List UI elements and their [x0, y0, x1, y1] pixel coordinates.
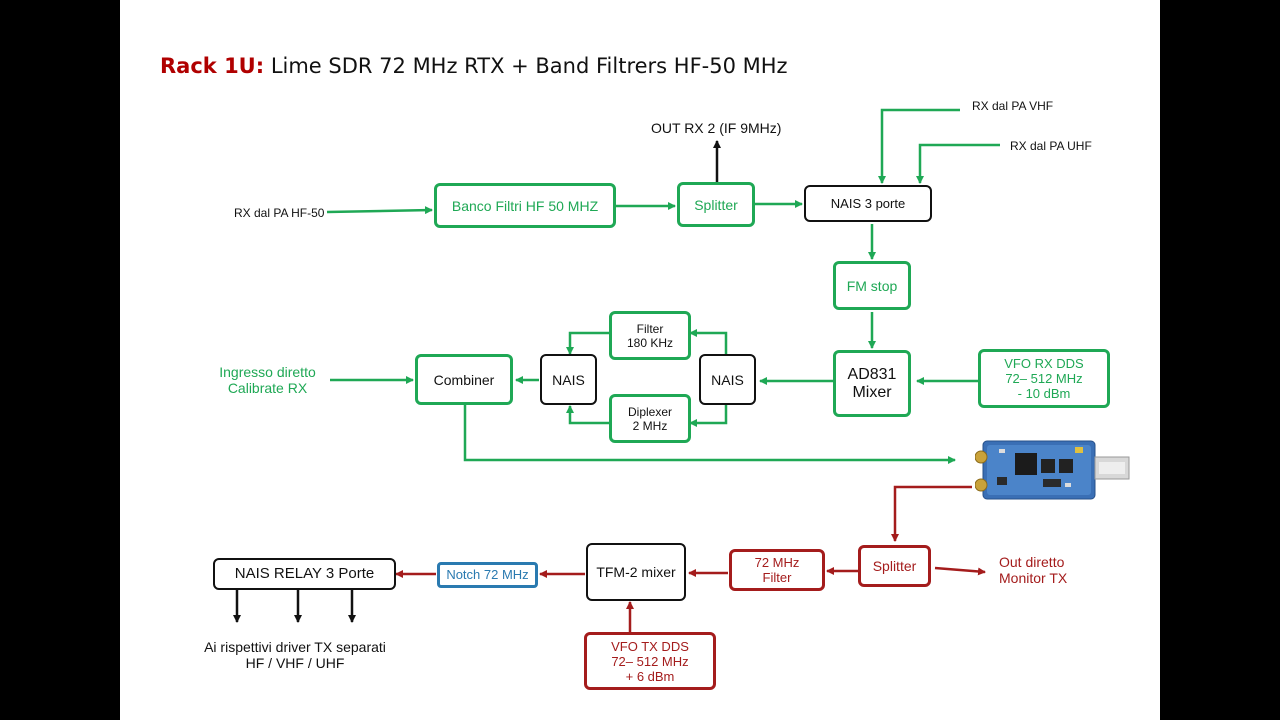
- nais-3-porte-box: NAIS 3 porte: [804, 185, 932, 222]
- combiner-box: Combiner: [415, 354, 513, 405]
- nais-relay-box: NAIS RELAY 3 Porte: [213, 558, 396, 590]
- title-text: Lime SDR 72 MHz RTX + Band Filtrers HF-5…: [264, 54, 788, 78]
- banco-filtri-box: Banco Filtri HF 50 MHZ: [434, 183, 616, 228]
- label-rx-uhf: RX dal PA UHF: [1010, 139, 1092, 153]
- label-out-monitor: Out diretto Monitor TX: [999, 554, 1068, 586]
- wire-nais-filter: [689, 329, 728, 356]
- wire-nais-diplexer: [689, 405, 728, 427]
- tfm2-mixer-box: TFM-2 mixer: [586, 543, 686, 601]
- fm-stop-box: FM stop: [833, 261, 911, 310]
- title-prefix: Rack 1U:: [160, 54, 265, 78]
- connection-lines: [233, 108, 1000, 632]
- label-ingresso-diretto: Ingresso diretto Calibrate RX: [219, 364, 316, 396]
- diplexer-box: Diplexer 2 MHz: [609, 394, 691, 443]
- label-drivers: Ai rispettivi driver TX separati HF / VH…: [204, 639, 386, 671]
- wire-splitter-monitor: [934, 566, 986, 576]
- wire-rx-vhf: [878, 108, 960, 184]
- splitter-rx-box: Splitter: [677, 182, 755, 227]
- ad831-mixer-box: AD831 Mixer: [833, 350, 911, 417]
- filter-180khz-box: Filter 180 KHz: [609, 311, 691, 360]
- filter-72mhz-box: 72 MHz Filter: [729, 549, 825, 591]
- nais-right-box: NAIS: [699, 354, 756, 405]
- nais-left-box: NAIS: [540, 354, 597, 405]
- label-rx-hf50: RX dal PA HF-50: [234, 206, 325, 220]
- slide: Rack 1U: Lime SDR 72 MHz RTX + Band Filt…: [120, 0, 1160, 720]
- label-out-rx2: OUT RX 2 (IF 9MHz): [651, 120, 782, 136]
- wire-diplexer-naisleft: [566, 405, 610, 425]
- wire-rx-uhf: [916, 143, 1000, 184]
- wire-filter-naisleft: [566, 331, 610, 355]
- wire-combiner-lime: [463, 404, 956, 464]
- splitter-tx-box: Splitter: [858, 545, 931, 587]
- notch-72mhz-box: Notch 72 MHz: [437, 562, 538, 588]
- wire-rx-hf50: [326, 206, 433, 215]
- lime-sdr-board-icon: [975, 440, 1130, 500]
- vfo-tx-dds-box: VFO TX DDS 72– 512 MHz + 6 dBm: [584, 632, 716, 690]
- label-rx-vhf: RX dal PA VHF: [972, 99, 1054, 113]
- vfo-rx-dds-box: VFO RX DDS 72– 512 MHz - 10 dBm: [978, 349, 1110, 408]
- wire-lime-splitter: [891, 485, 972, 542]
- page-title: Rack 1U: Lime SDR 72 MHz RTX + Band Filt…: [160, 54, 788, 78]
